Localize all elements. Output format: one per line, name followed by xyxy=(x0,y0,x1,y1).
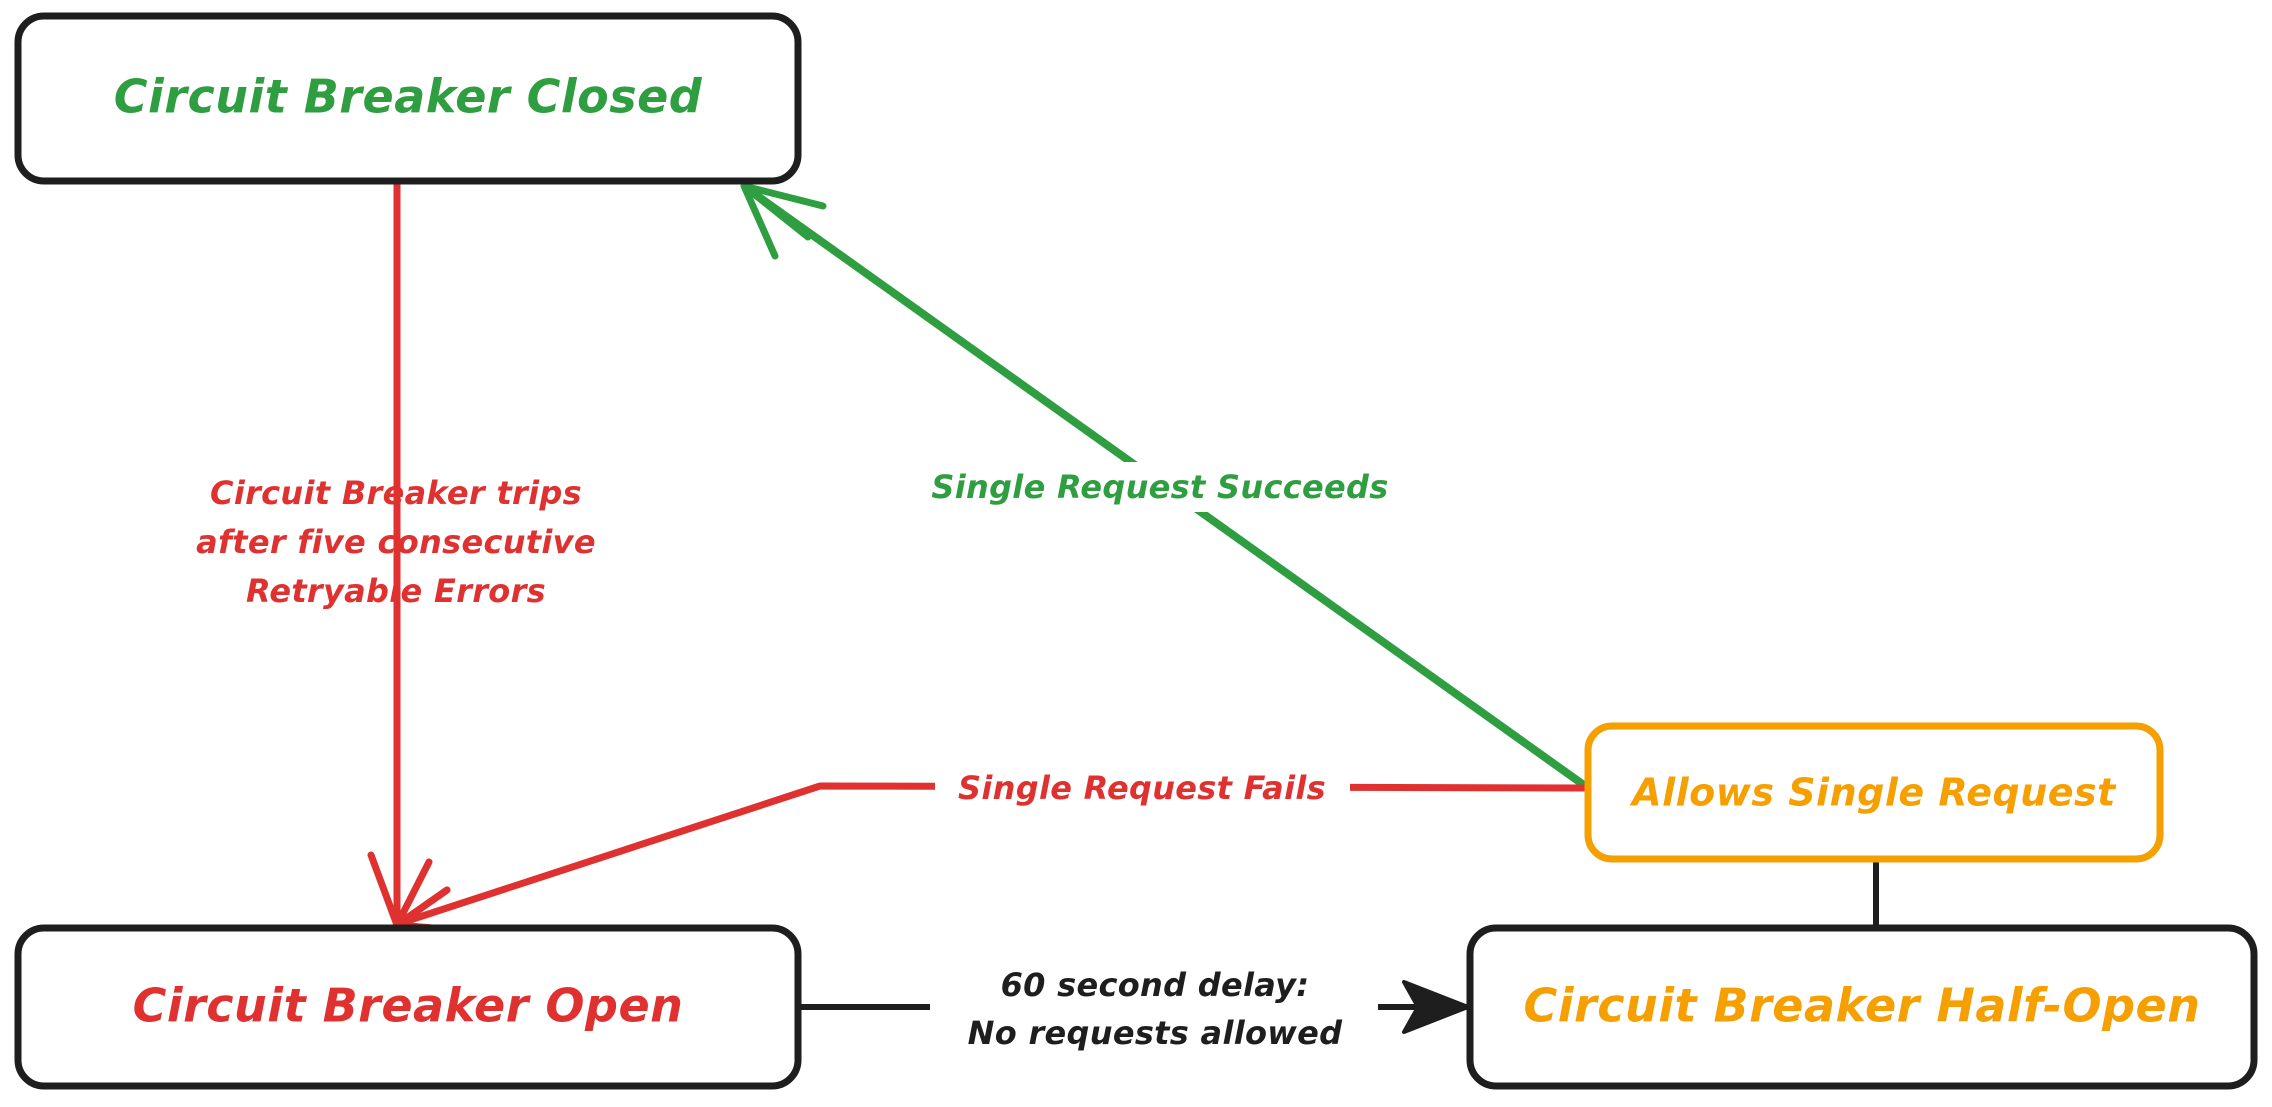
edge-label-trips-line3: Retryable Errors xyxy=(246,572,546,610)
edge-label-sixty-second-delay: 60 second delay: No requests allowed xyxy=(930,955,1378,1059)
node-closed-label: Circuit Breaker Closed xyxy=(114,70,703,124)
edge-label-succeeds-text: Single Request Succeeds xyxy=(931,468,1388,506)
edge-open-to-halfopen-arrowhead xyxy=(1402,980,1470,1034)
node-closed-box[interactable] xyxy=(14,12,802,185)
edge-label-single-request-succeeds: Single Request Succeeds xyxy=(915,462,1408,512)
node-open-box[interactable] xyxy=(14,924,802,1090)
edge-allows-to-closed-arrowhead xyxy=(740,182,827,260)
edge-open-to-halfopen xyxy=(796,980,1470,1034)
node-allows-label: Allows Single Request xyxy=(1629,771,2117,815)
node-open-label: Circuit Breaker Open xyxy=(133,979,684,1033)
node-halfopen-label: Circuit Breaker Half-Open xyxy=(1524,979,2201,1033)
edge-label-delay-backdrop xyxy=(930,955,1378,1059)
edge-label-succeeds-backdrop xyxy=(915,462,1408,512)
edge-label-delay-line1: 60 second delay: xyxy=(1001,966,1310,1004)
edge-label-single-request-fails: Single Request Fails xyxy=(935,764,1350,812)
edge-label-circuit-breaker-trips: Circuit Breaker trips after five consecu… xyxy=(196,474,596,610)
edge-label-trips-line2: after five consecutive xyxy=(196,523,596,561)
node-circuit-breaker-half-open[interactable]: Circuit Breaker Half-Open xyxy=(1466,924,2258,1090)
node-circuit-breaker-closed[interactable]: Circuit Breaker Closed xyxy=(14,12,802,185)
edge-label-delay-line2: No requests allowed xyxy=(968,1014,1343,1052)
edge-label-fails-text: Single Request Fails xyxy=(958,769,1326,807)
node-allows-box[interactable] xyxy=(1584,722,2164,863)
edge-label-trips-line1: Circuit Breaker trips xyxy=(210,474,582,512)
node-allows-single-request[interactable]: Allows Single Request xyxy=(1584,722,2164,863)
edge-label-fails-backdrop xyxy=(935,764,1350,812)
node-halfopen-box[interactable] xyxy=(1466,924,2258,1090)
node-circuit-breaker-open[interactable]: Circuit Breaker Open xyxy=(14,924,802,1090)
